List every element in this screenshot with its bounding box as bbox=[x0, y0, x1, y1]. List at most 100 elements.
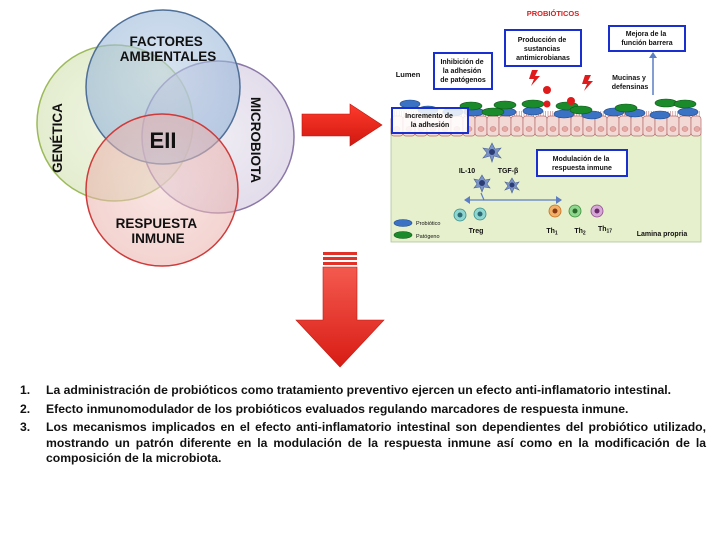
lumen-label: Lumen bbox=[396, 70, 421, 79]
cell-nucleus bbox=[525, 126, 533, 132]
epithelial-cell bbox=[642, 115, 656, 137]
epithelial-cell bbox=[558, 115, 572, 137]
tgfb-label: TGF-β bbox=[498, 168, 519, 175]
down-arrow bbox=[295, 252, 385, 368]
dendritic-cell-bottom bbox=[473, 174, 491, 193]
red-dot-2 bbox=[567, 97, 575, 105]
conclusion-number: 2. bbox=[20, 401, 31, 416]
treg-cell-1 bbox=[453, 208, 467, 222]
conclusion-number: 3. bbox=[20, 420, 31, 434]
treg-label: Treg bbox=[469, 228, 484, 235]
cell-nucleus bbox=[633, 126, 641, 132]
il10-label: IL-10 bbox=[459, 168, 475, 175]
red-dot-3 bbox=[543, 100, 551, 108]
modulacion-box bbox=[536, 149, 628, 177]
cell-nucleus bbox=[597, 126, 605, 132]
cell-nucleus bbox=[609, 126, 617, 132]
cell-nucleus bbox=[537, 126, 545, 132]
cell-nucleus bbox=[621, 126, 629, 132]
red-dot-1 bbox=[543, 86, 551, 94]
right-arrow bbox=[301, 103, 383, 147]
epithelial-cell bbox=[618, 115, 632, 137]
epithelial-cell bbox=[570, 115, 584, 137]
probiotic-bacterium bbox=[399, 99, 421, 109]
epithelial-cell bbox=[486, 115, 500, 137]
probiotic-bacterium bbox=[677, 107, 699, 117]
cell-nucleus bbox=[501, 126, 509, 132]
cell-nucleus bbox=[513, 126, 521, 132]
cell-nucleus bbox=[669, 126, 677, 132]
pathogen-bacterium bbox=[521, 99, 545, 109]
conclusion-item: 3. Los mecanismos implicados en el efecto… bbox=[20, 420, 706, 467]
epithelial-cell bbox=[666, 115, 680, 137]
epithelial-cell bbox=[534, 115, 548, 137]
legend-probiotic-label: Probiótico bbox=[416, 221, 440, 227]
th1-label: Th1 bbox=[546, 228, 558, 237]
dendritic-cell-right bbox=[504, 177, 520, 194]
cell-nucleus bbox=[693, 126, 701, 132]
lamina-propria-label: Lamina propria bbox=[637, 231, 688, 238]
cell-nucleus bbox=[585, 126, 593, 132]
venn-circle-respuesta bbox=[85, 113, 239, 267]
conclusion-text: La administración de probióticos como tr… bbox=[46, 383, 672, 397]
epithelial-cell bbox=[546, 115, 560, 137]
conclusion-item: 2. Efecto inmunomodulador de los probióti… bbox=[20, 402, 706, 418]
incremento-label: Incremento de la adhesión bbox=[405, 113, 455, 129]
lightning-bolt-2 bbox=[582, 75, 593, 91]
conclusions-list: 1. La administración de probióticos como … bbox=[20, 383, 706, 470]
mejora-box bbox=[608, 25, 686, 52]
lamina-propria-region bbox=[390, 127, 702, 243]
cell-nucleus bbox=[573, 126, 581, 132]
pathogen-bacterium bbox=[614, 103, 638, 113]
mucinas-label: Mucinas y defensinas bbox=[612, 75, 649, 91]
pathogen-bacterium bbox=[569, 105, 593, 115]
pathogen-bacterium bbox=[493, 100, 517, 110]
lightning-bolt-1 bbox=[529, 70, 540, 86]
legend-pathogen-label: Patógeno bbox=[416, 234, 440, 240]
pathogen-bacterium bbox=[481, 107, 505, 117]
epithelial-cell bbox=[498, 115, 512, 137]
probiotic-mechanism-diagram: PROBIÓTICOS Lumen Inhibición de la adhes… bbox=[390, 9, 702, 243]
pathogen-bacterium bbox=[673, 99, 697, 109]
inhibicion-label: Inhibición de la adhesión de patógenos bbox=[440, 59, 486, 84]
venn-label-genetica: GENÉTICA bbox=[50, 103, 65, 173]
th1-cell bbox=[548, 204, 562, 218]
legend-pathogen-swatch bbox=[393, 231, 413, 239]
inhibicion-box bbox=[433, 52, 493, 90]
cell-nucleus bbox=[657, 126, 665, 132]
epithelial-cell bbox=[690, 115, 702, 137]
pathogen-bacterium bbox=[654, 98, 678, 108]
cell-nucleus bbox=[681, 126, 689, 132]
cell-nucleus bbox=[477, 126, 485, 132]
produccion-label: Producción de sustancias antimicrobianas bbox=[516, 37, 570, 62]
probiotic-bacterium bbox=[649, 110, 671, 120]
cell-nucleus bbox=[489, 126, 497, 132]
legend-probiotic-swatch bbox=[393, 219, 413, 227]
conclusion-text: Efecto inmunomodulador de los probiótico… bbox=[46, 401, 629, 416]
conclusion-text: Los mecanismos implicados en el efecto a… bbox=[46, 420, 706, 465]
legend: Probiótico Patógeno bbox=[393, 219, 440, 240]
incremento-box bbox=[391, 107, 469, 134]
conclusion-item: 1. La administración de probióticos como … bbox=[20, 383, 706, 399]
venn-label-factores: FACTORES AMBIENTALES bbox=[120, 34, 217, 64]
cell-nucleus bbox=[645, 126, 653, 132]
th2-label: Th2 bbox=[574, 228, 586, 237]
th17-label: Th17 bbox=[598, 226, 612, 235]
treg-cell-2 bbox=[473, 207, 487, 221]
cell-nucleus bbox=[561, 126, 569, 132]
dendritic-cell-top bbox=[482, 142, 502, 163]
produccion-box bbox=[504, 29, 582, 67]
conclusion-number: 1. bbox=[20, 383, 31, 397]
epithelial-cell bbox=[678, 115, 692, 137]
th17-cell bbox=[590, 204, 604, 218]
venn-label-microbiota: MICROBIOTA bbox=[248, 97, 263, 183]
epithelial-cell bbox=[594, 115, 608, 137]
epithelial-cell bbox=[630, 115, 644, 137]
probioticos-title: PROBIÓTICOS bbox=[527, 9, 580, 18]
mejora-label: Mejora de la función barrera bbox=[621, 31, 672, 47]
venn-label-respuesta: RESPUESTA INMUNE bbox=[116, 216, 201, 246]
cell-nucleus bbox=[549, 126, 557, 132]
venn-diagram: FACTORES AMBIENTALES GENÉTICA MICROBIOTA… bbox=[36, 9, 295, 267]
epithelial-cell bbox=[606, 115, 620, 137]
